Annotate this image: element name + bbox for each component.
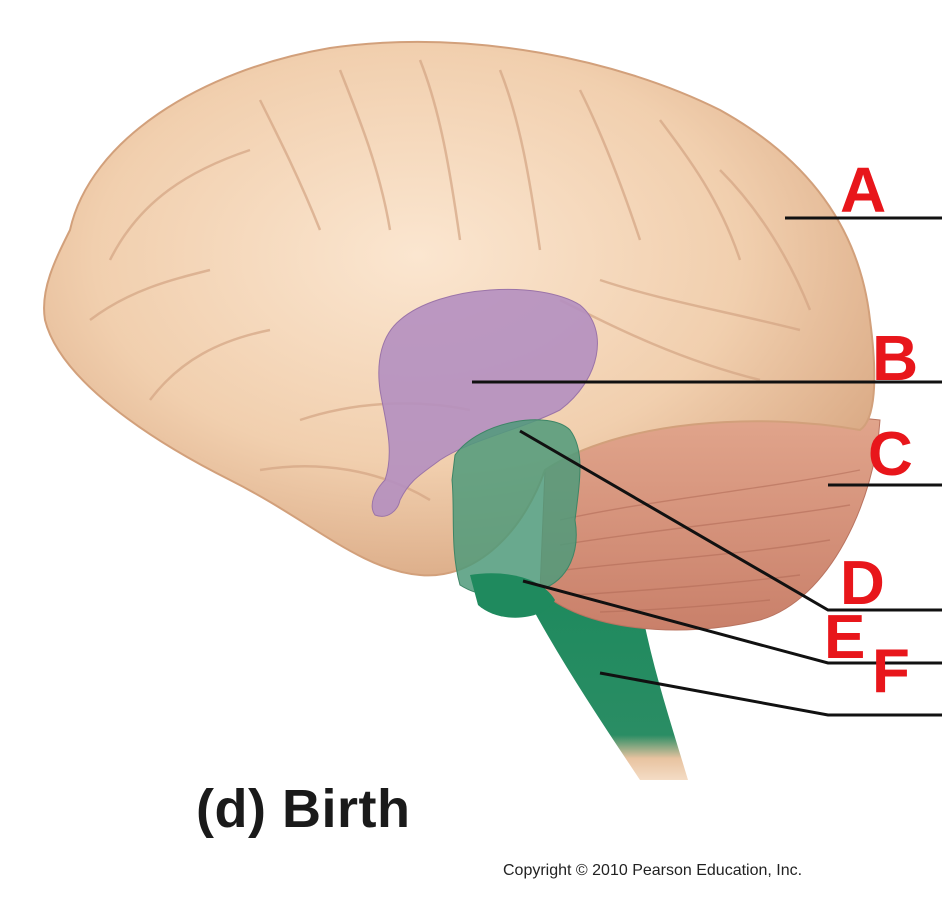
- medulla-spinal-cord: [528, 600, 688, 780]
- figure-caption: (d) Birth: [196, 779, 411, 839]
- leader-lines: [472, 216, 942, 717]
- midbrain-pons: [451, 419, 581, 597]
- leader-line-e: [522, 579, 942, 665]
- leader-line-f: [599, 671, 942, 717]
- diencephalon: [371, 288, 598, 517]
- label-b: B: [872, 322, 918, 394]
- label-a: A: [840, 154, 886, 226]
- label-e: E: [824, 603, 865, 672]
- label-f: F: [872, 637, 910, 706]
- leader-line-d: [519, 429, 942, 612]
- annotation-letters: A B C D E F: [824, 154, 918, 706]
- label-d: D: [840, 549, 885, 618]
- label-c: C: [868, 420, 913, 489]
- copyright-notice: Copyright © 2010 Pearson Education, Inc.: [503, 862, 803, 879]
- brainstem: [528, 600, 688, 780]
- gyri-sulci: [89, 59, 812, 502]
